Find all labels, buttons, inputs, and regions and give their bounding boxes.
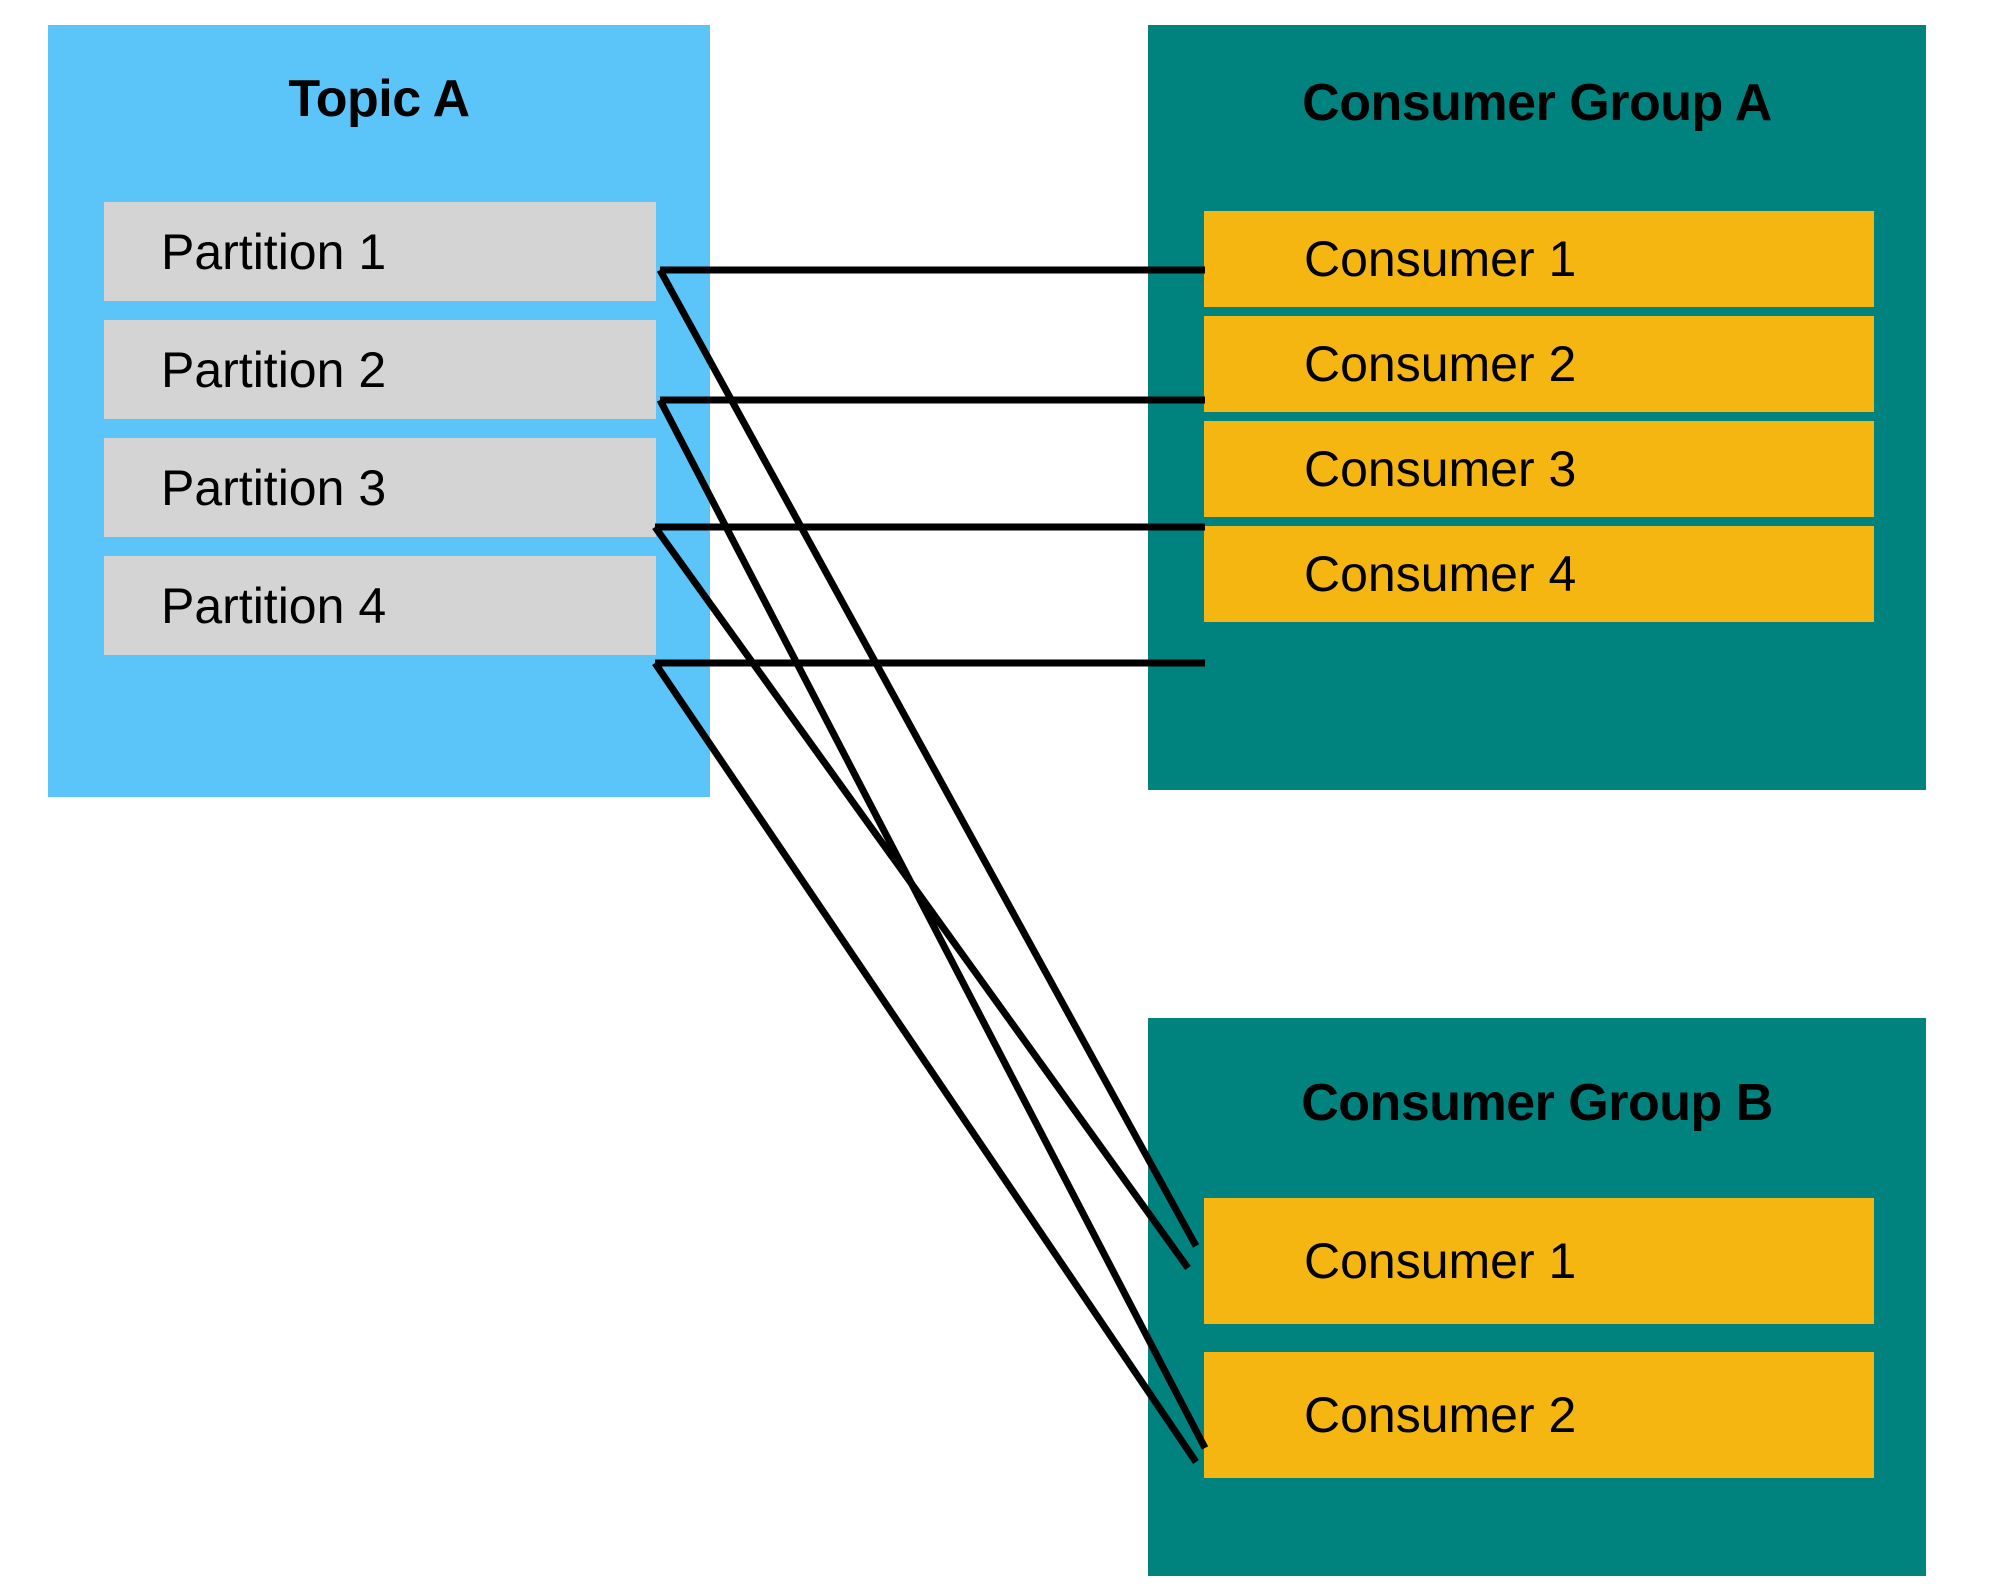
partition-item[interactable]: Partition 3 [104, 438, 656, 537]
consumer-label: Consumer 4 [1304, 546, 1577, 602]
partition-item[interactable]: Partition 2 [104, 320, 656, 419]
consumer-label: Consumer 3 [1304, 441, 1577, 497]
partition-item[interactable]: Partition 4 [104, 556, 656, 655]
consumer-item[interactable]: Consumer 4 [1204, 526, 1874, 622]
consumer-label: Consumer 1 [1304, 231, 1577, 287]
connector-line [652, 524, 1191, 1271]
consumer-item[interactable]: Consumer 1 [1204, 1198, 1874, 1324]
consumer-label: Consumer 2 [1304, 336, 1577, 392]
consumer-group-a-title: Consumer Group A [1302, 74, 1772, 132]
topic-title: Topic A [288, 70, 470, 128]
topic-container: Topic A Partition 1 Partition 2 Partitio… [48, 25, 710, 797]
partition-label: Partition 1 [161, 223, 387, 280]
consumer-item[interactable]: Consumer 3 [1204, 421, 1874, 517]
partition-list: Partition 1 Partition 2 Partition 3 Part… [104, 202, 656, 674]
partition-item[interactable]: Partition 1 [104, 202, 656, 301]
connector-line [656, 398, 1209, 1450]
consumer-item[interactable]: Consumer 2 [1204, 316, 1874, 412]
partition-label: Partition 2 [161, 341, 387, 398]
consumer-item[interactable]: Consumer 2 [1204, 1352, 1874, 1478]
partition-label: Partition 3 [161, 459, 387, 516]
connector-line [656, 268, 1200, 1248]
connector-line [652, 661, 1199, 1464]
partition-label: Partition 4 [161, 577, 387, 634]
consumer-list-group-b: Consumer 1 Consumer 2 [1204, 1198, 1874, 1506]
consumer-list-group-a: Consumer 1 Consumer 2 Consumer 3 Consume… [1204, 211, 1874, 631]
consumer-group-b-title: Consumer Group B [1301, 1074, 1773, 1132]
consumer-item[interactable]: Consumer 1 [1204, 211, 1874, 307]
consumer-group-b-container: Consumer Group B Consumer 1 Consumer 2 [1148, 1018, 1926, 1576]
consumer-group-a-container: Consumer Group A Consumer 1 Consumer 2 C… [1148, 25, 1926, 790]
consumer-label: Consumer 1 [1304, 1233, 1577, 1289]
consumer-label: Consumer 2 [1304, 1387, 1577, 1443]
